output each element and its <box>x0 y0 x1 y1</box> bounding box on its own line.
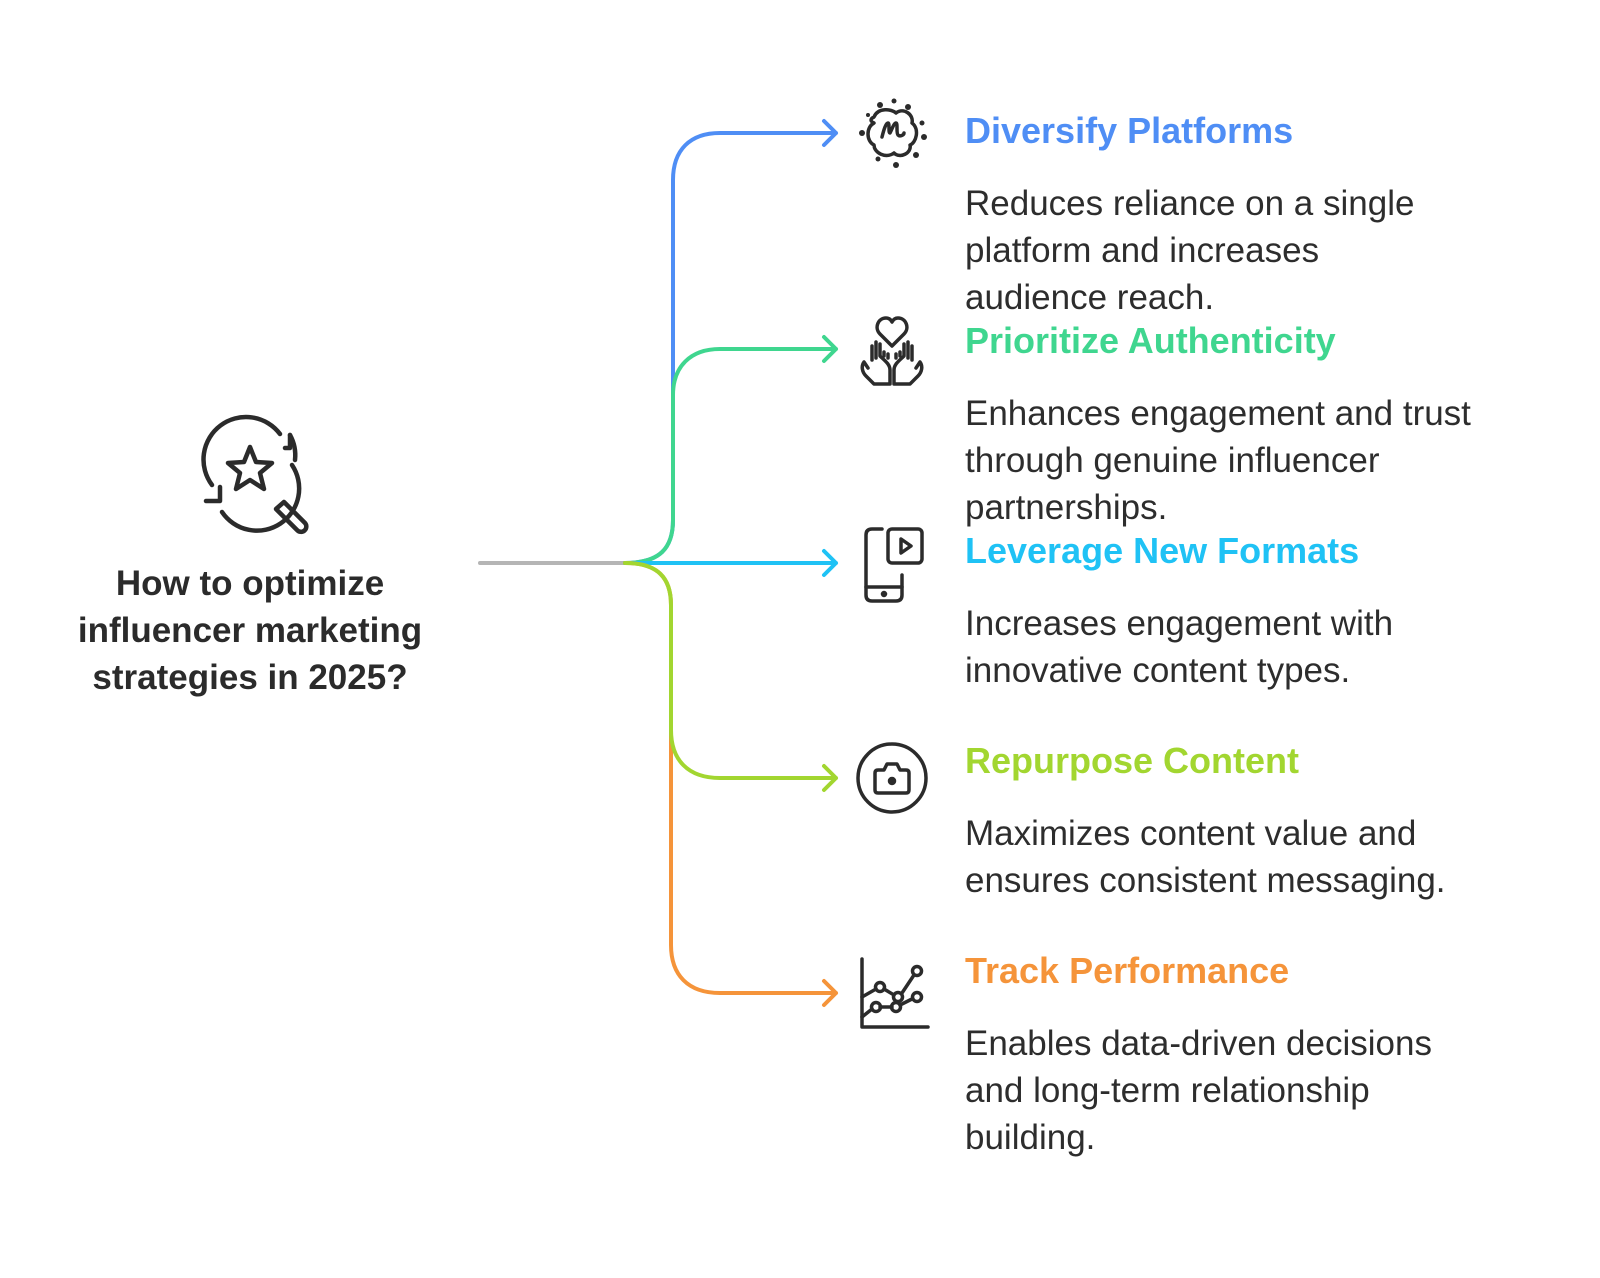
hands-heart-icon <box>852 308 932 388</box>
branch-description-repurpose: Maximizes content value and ensures cons… <box>965 810 1565 904</box>
root-title-line: strategies in 2025? <box>92 658 408 697</box>
line-chart-icon <box>852 953 932 1033</box>
branch-title-performance: Track Performance <box>965 950 1290 991</box>
root-title-line: How to optimize <box>115 564 385 603</box>
description-line: and long-term relationship <box>965 1071 1370 1110</box>
branch-connector-authenticity <box>623 335 838 565</box>
camera-circle-icon <box>852 738 932 818</box>
branch-connector-formats <box>623 549 838 577</box>
description-line: Reduces reliance on a single <box>965 184 1415 223</box>
description-line: partnerships. <box>965 488 1168 527</box>
branch-title-formats: Leverage New Formats <box>965 530 1360 571</box>
branch-description-authenticity: Enhances engagement and trust through ge… <box>965 390 1565 531</box>
branch-title-repurpose: Repurpose Content <box>965 740 1300 781</box>
description-line: through genuine influencer <box>965 441 1380 480</box>
branch-description-diversify: Reduces reliance on a single platform an… <box>965 180 1565 321</box>
description-line: platform and increases <box>965 231 1320 270</box>
description-line: Maximizes content value and <box>965 814 1417 853</box>
meetup-splash-icon <box>852 93 932 173</box>
star-search-refresh-icon <box>180 405 320 545</box>
mobile-video-icon <box>852 523 932 603</box>
branch-connector-performance <box>623 561 838 1007</box>
branch-connector-diversify <box>623 119 838 565</box>
description-line: ensures consistent messaging. <box>965 861 1446 900</box>
description-line: Enhances engagement and trust <box>965 394 1471 433</box>
branch-title-diversify: Diversify Platforms <box>965 110 1294 151</box>
description-line: building. <box>965 1118 1096 1157</box>
branch-description-performance: Enables data-driven decisions and long-t… <box>965 1020 1565 1161</box>
description-line: Increases engagement with <box>965 604 1394 643</box>
description-line: innovative content types. <box>965 651 1351 690</box>
description-line: audience reach. <box>965 278 1215 317</box>
branch-title-authenticity: Prioritize Authenticity <box>965 320 1336 361</box>
description-line: Enables data-driven decisions <box>965 1024 1432 1063</box>
root-question-title: How to optimize influencer marketing str… <box>40 560 460 701</box>
branch-description-formats: Increases engagement with innovative con… <box>965 600 1565 694</box>
root-title-line: influencer marketing <box>77 611 423 650</box>
branch-connector-repurpose <box>623 561 838 792</box>
